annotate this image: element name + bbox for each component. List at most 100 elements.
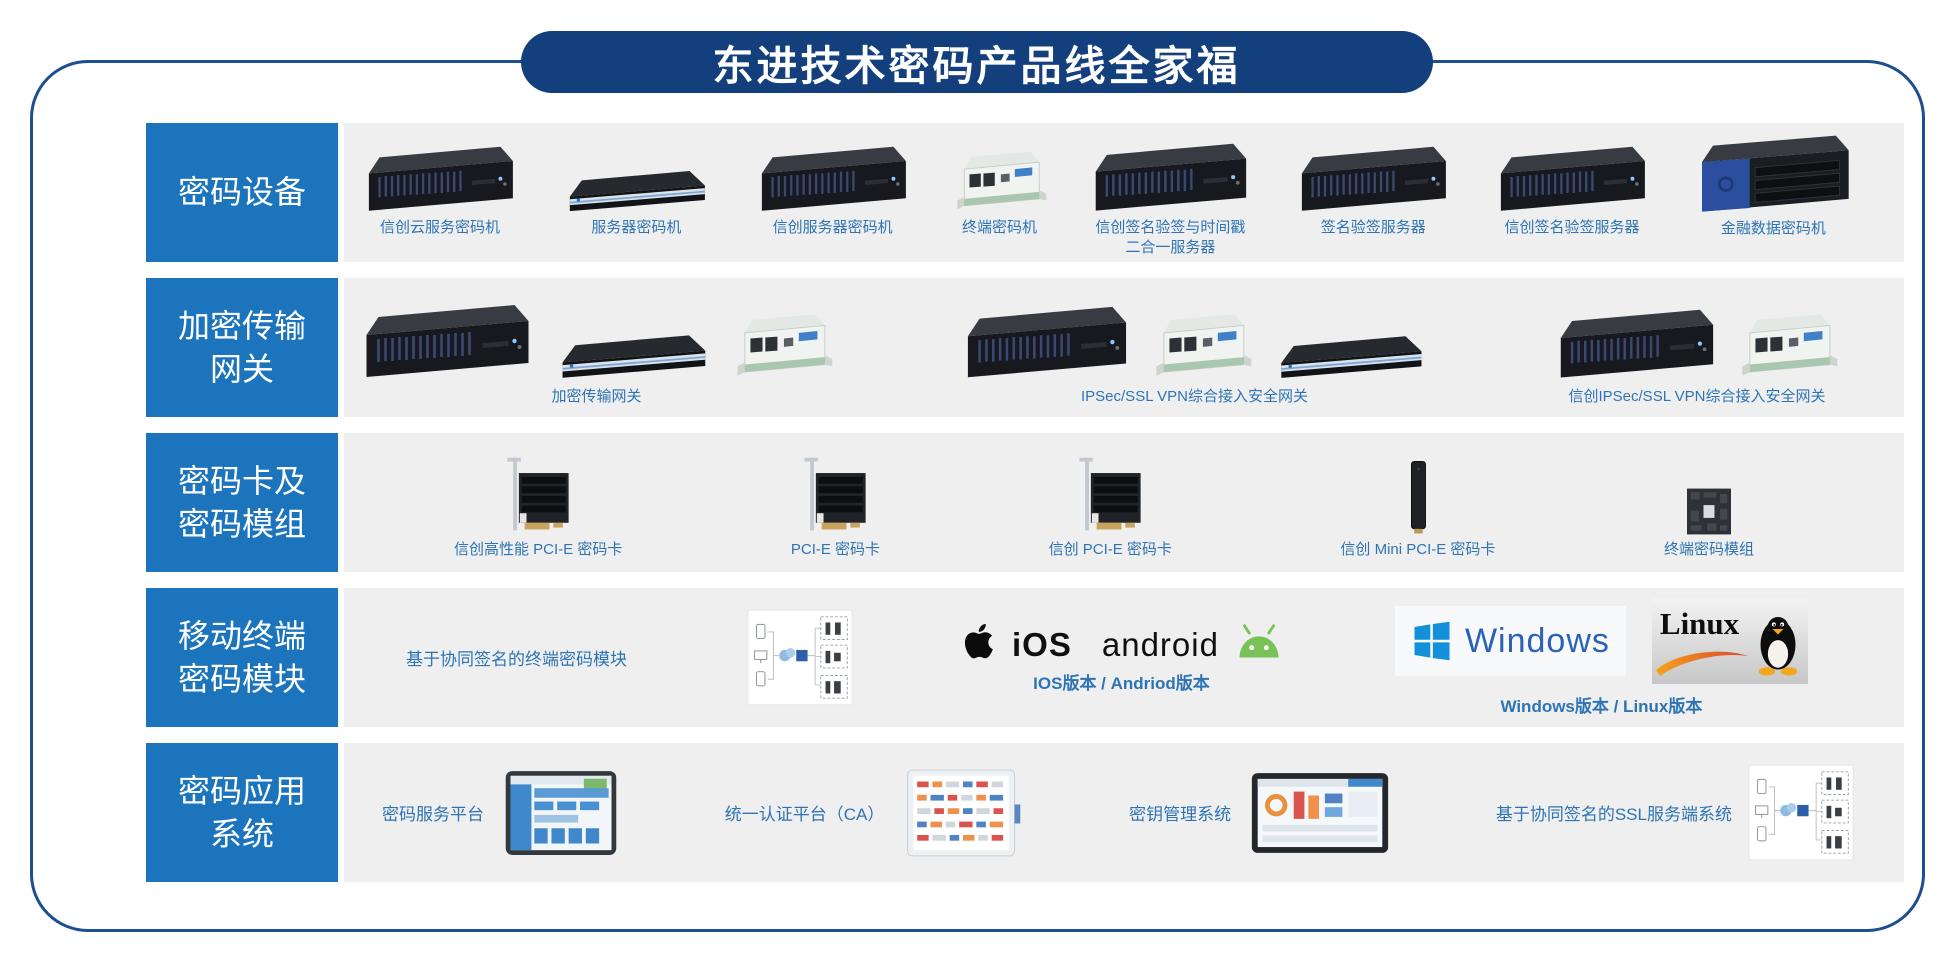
- product-item: 金融数据密码机: [1691, 131, 1856, 258]
- rack-server-2u-image: [1293, 131, 1453, 218]
- band-crypto-devices: 信创云服务密码机 服务器密码机 信创服务器密码机 终端密码机 信创签名验签与时间…: [344, 123, 1904, 262]
- product-item: 信创签名验签服务器: [1492, 131, 1652, 258]
- rack-server-2u-image: [360, 131, 520, 218]
- row-crypto-devices: 密码设备 信创云服务密码机 服务器密码机 信创服务器密码机 终端密码机: [146, 123, 1904, 262]
- product-label: 信创服务器密码机: [772, 219, 893, 236]
- app-item: 密码服务平台: [382, 767, 622, 859]
- product-label: 信创云服务密码机: [379, 219, 500, 236]
- rack-server-2u-image: [1550, 306, 1722, 385]
- product-item: 签名验签服务器: [1293, 131, 1453, 258]
- linux-wordmark: Linux: [1659, 606, 1740, 641]
- terminal-box-image: [1146, 305, 1258, 385]
- product-item: 信创 PCI-E 密码卡: [1049, 443, 1172, 568]
- product-label: 终端密码模组: [1663, 541, 1754, 558]
- app-label: 密码服务平台: [382, 805, 484, 824]
- band-gateways: 加密传输网关 IPSec/SSL VPN综合接入安全网关 信创IPSe: [344, 278, 1904, 417]
- android-robot-icon: [1233, 623, 1285, 661]
- product-label: 终端密码机: [962, 219, 1038, 236]
- gateway-group: 信创IPSec/SSL VPN综合接入安全网关: [1550, 286, 1844, 413]
- ssl-system-diagram-image: [1748, 764, 1854, 861]
- product-item: PCI-E 密码卡: [791, 443, 880, 568]
- android-wordmark: android: [1101, 626, 1219, 663]
- product-label: 信创签名验签与时间戳 二合一服务器: [1095, 219, 1246, 257]
- rack-server-1u-image: [549, 329, 717, 385]
- ios-wordmark: iOS: [1012, 626, 1072, 663]
- terminal-box-image: [727, 305, 839, 385]
- app-label: 基于协同签名的SSL服务端系统: [1495, 805, 1732, 824]
- category-gateways: 加密传输 网关: [146, 278, 338, 417]
- rows-grid: 密码设备 信创云服务密码机 服务器密码机 信创服务器密码机 终端密码机: [146, 123, 1904, 898]
- app-item: 统一认证平台（CA）: [725, 764, 1027, 862]
- mobile-os-block: iOS android IOS版本 / Andriod版本: [958, 621, 1285, 694]
- product-label: 服务器密码机: [591, 219, 682, 236]
- product-label: 信创 PCI-E 密码卡: [1048, 541, 1172, 558]
- app-item: 密钥管理系统: [1129, 768, 1393, 858]
- band-mobile-modules: 基于协同签名的终端密码模块 iOS android IOS版本 / Andrio…: [344, 588, 1904, 727]
- product-item: 信创签名验签与时间戳 二合一服务器: [1086, 131, 1254, 258]
- gateway-devices: [354, 286, 839, 385]
- rack-server-3u-image: [1691, 131, 1856, 219]
- category-mobile-modules: 移动终端 密码模块: [146, 588, 338, 727]
- linux-swoosh: [1655, 651, 1748, 676]
- category-crypto-cards: 密码卡及 密码模组: [146, 433, 338, 572]
- gateway-group-label: 加密传输网关: [551, 388, 642, 405]
- pcie-card-image: [791, 443, 879, 540]
- mobile-versions-label: IOS版本 / Andriod版本: [1033, 674, 1210, 693]
- apple-logo-icon: [958, 621, 998, 661]
- rack-server-2u-image: [753, 131, 913, 218]
- desktop-os-block: Windows Linux Windows版本 / Linux版本: [1394, 598, 1808, 717]
- row-gateways: 加密传输 网关 加密传输网关 IPSec/SSL: [146, 278, 1904, 417]
- mobile-os-logos: iOS android: [958, 621, 1285, 661]
- app-label: 密钥管理系统: [1129, 805, 1232, 824]
- windows-logo-icon: [1411, 620, 1453, 662]
- category-crypto-devices: 密码设备: [146, 123, 338, 262]
- key-management-screen-image: [1247, 768, 1393, 858]
- windows-wordmark: Windows: [1464, 622, 1610, 660]
- rack-server-2u-image: [1086, 131, 1254, 218]
- product-label: PCI-E 密码卡: [790, 541, 881, 558]
- pcie-card-image: [494, 443, 582, 540]
- row-crypto-apps: 密码应用 系统 密码服务平台 统一认证平台（CA） 密钥管理系统 基于协同签名的…: [146, 743, 1904, 882]
- row-crypto-cards: 密码卡及 密码模组 信创高性能 PCI-E 密码卡 PCI-E 密码卡 信创 P…: [146, 433, 1904, 572]
- gateway-group-label: 信创IPSec/SSL VPN综合接入安全网关: [1568, 388, 1826, 405]
- product-item: 信创 Mini PCI-E 密码卡: [1340, 443, 1495, 568]
- ca-platform-screen-image: [900, 764, 1026, 862]
- windows-logo-tile: Windows: [1394, 606, 1626, 676]
- category-crypto-apps: 密码应用 系统: [146, 743, 338, 882]
- product-label: 信创 Mini PCI-E 密码卡: [1340, 541, 1496, 558]
- rack-server-2u-image: [956, 303, 1136, 385]
- rack-server-1u-image: [559, 131, 714, 218]
- rack-server-2u-image: [354, 301, 539, 385]
- product-label: 信创高性能 PCI-E 密码卡: [454, 541, 623, 558]
- product-label: 信创签名验签服务器: [1504, 219, 1640, 236]
- gateway-group: 加密传输网关: [354, 286, 839, 413]
- mini-pcie-stick-image: [1402, 443, 1434, 540]
- rack-server-1u-image: [1268, 330, 1433, 385]
- gateway-devices: [956, 286, 1433, 385]
- product-item: 信创高性能 PCI-E 密码卡: [454, 443, 622, 568]
- band-crypto-cards: 信创高性能 PCI-E 密码卡 PCI-E 密码卡 信创 PCI-E 密码卡 信…: [344, 433, 1904, 572]
- tux-penguin-icon: [1752, 606, 1804, 676]
- gateway-group: IPSec/SSL VPN综合接入安全网关: [956, 286, 1433, 413]
- app-item: 基于协同签名的SSL服务端系统: [1496, 764, 1854, 861]
- product-label: 签名验签服务器: [1320, 219, 1426, 236]
- product-item: 终端密码模组: [1664, 443, 1754, 568]
- desktop-os-logos: Windows Linux: [1394, 598, 1808, 684]
- app-label: 统一认证平台（CA）: [724, 805, 885, 824]
- product-item: 信创服务器密码机: [753, 131, 913, 258]
- linux-logo-tile: Linux: [1651, 598, 1808, 684]
- row-mobile-modules: 移动终端 密码模块 基于协同签名的终端密码模块 iOS android IOS版…: [146, 588, 1904, 727]
- band-crypto-apps: 密码服务平台 统一认证平台（CA） 密钥管理系统 基于协同签名的SSL服务端系统: [344, 743, 1904, 882]
- terminal-box-image: [1732, 305, 1844, 385]
- pcie-card-image: [1066, 443, 1154, 540]
- gateway-devices: [1550, 286, 1844, 385]
- page-title: 东进技术密码产品线全家福: [520, 31, 1433, 93]
- network-diagram-image: [747, 609, 853, 706]
- product-label: 金融数据密码机: [1720, 220, 1826, 237]
- chip-module-image: [1676, 443, 1742, 540]
- product-item: 信创云服务密码机: [360, 131, 520, 258]
- desktop-versions-label: Windows版本 / Linux版本: [1500, 697, 1703, 716]
- rack-server-2u-image: [1492, 131, 1652, 218]
- service-platform-screen-image: [500, 767, 622, 859]
